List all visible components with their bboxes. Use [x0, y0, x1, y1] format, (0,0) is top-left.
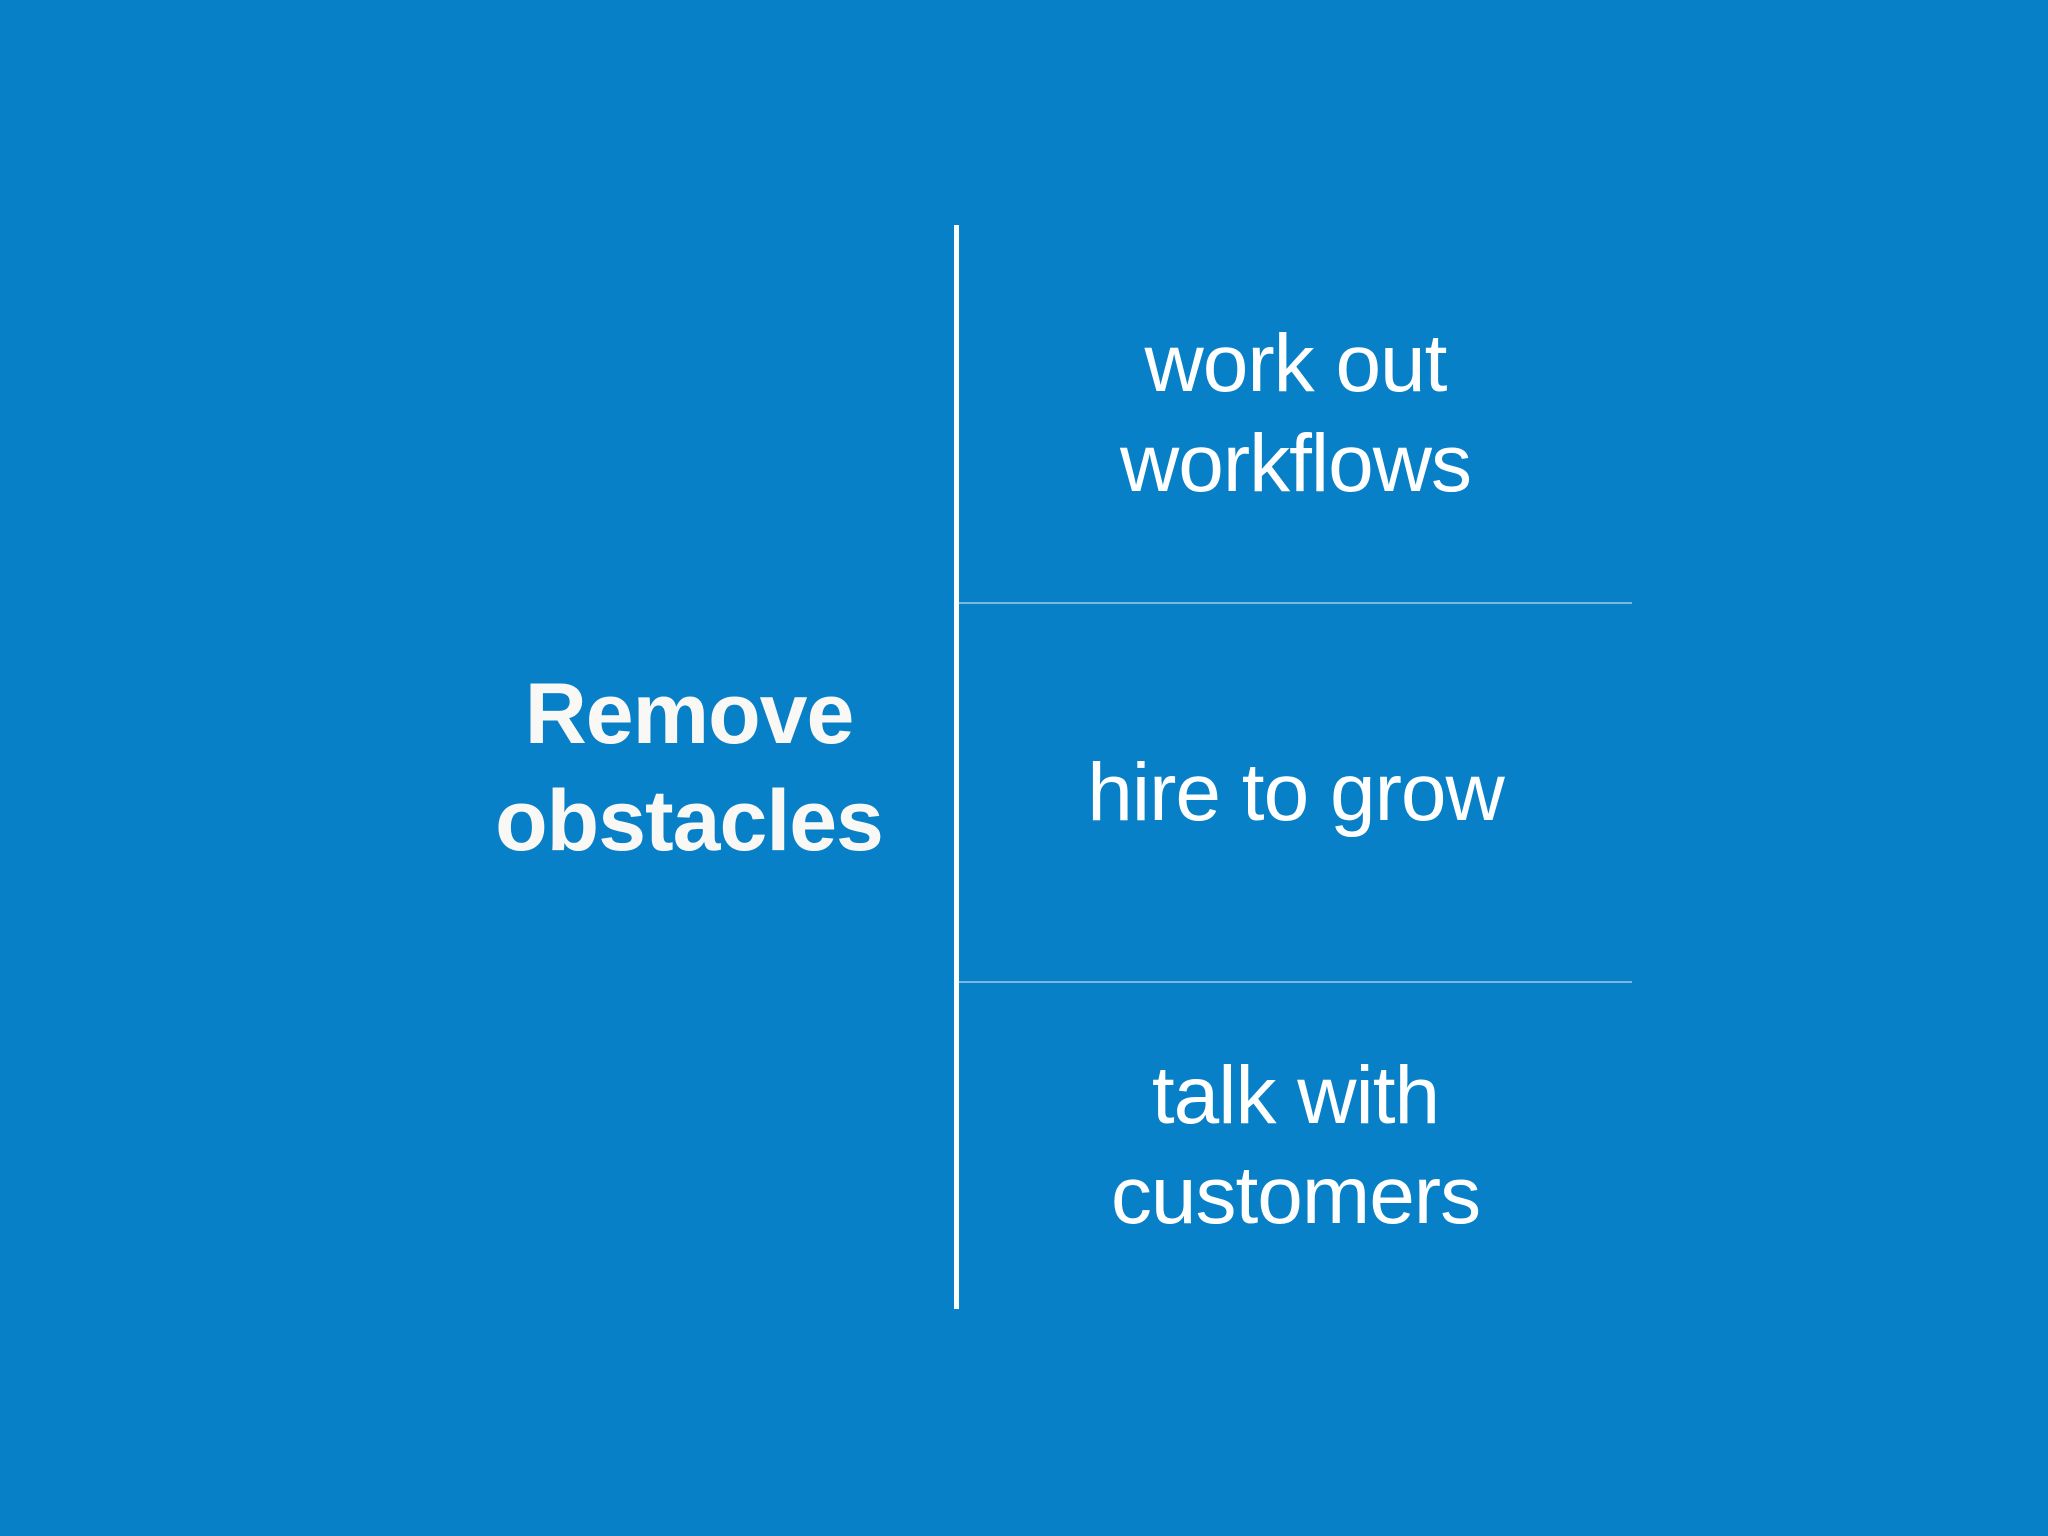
- item-line: workflows: [1120, 417, 1472, 509]
- panel-item-hire-to-grow: hire to grow: [959, 604, 1632, 983]
- item-line: talk with: [1151, 1050, 1440, 1141]
- item-line: hire to grow: [1087, 746, 1504, 838]
- item-line: customers: [1110, 1150, 1481, 1241]
- title-line-2: obstacles: [495, 773, 884, 869]
- item-label: talk with customers: [1110, 1046, 1481, 1246]
- slide-title: Remove obstacles: [495, 661, 884, 875]
- items-panel: work out workflows hire to grow talk wit…: [959, 225, 1632, 1309]
- panel-item-talk-with-customers: talk with customers: [959, 983, 1632, 1309]
- item-label: hire to grow: [1087, 743, 1504, 843]
- title-line-1: Remove: [524, 666, 855, 762]
- divider-line: [954, 225, 959, 1309]
- item-line: work out: [1144, 317, 1448, 409]
- item-label: work out workflows: [1120, 314, 1472, 514]
- panel-item-work-out-workflows: work out workflows: [959, 225, 1632, 604]
